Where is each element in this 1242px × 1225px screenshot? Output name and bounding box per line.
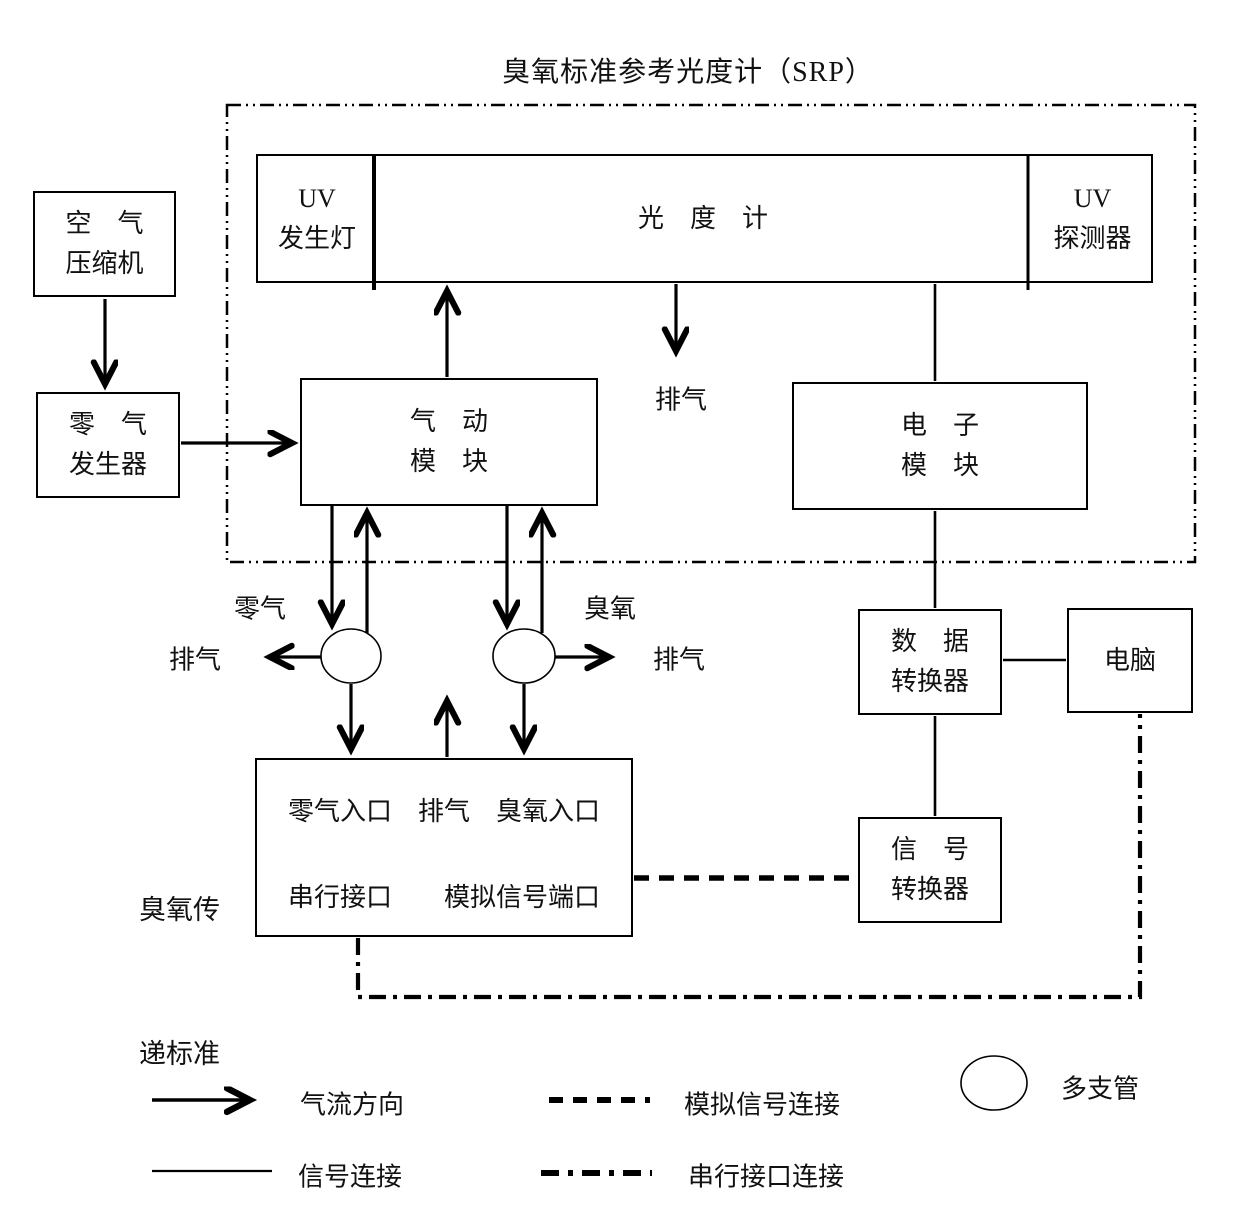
photometer-cell: 光 度 计 (376, 156, 1030, 281)
computer-box: 电脑 (1067, 608, 1193, 713)
data-converter-label-2: 转换器 (890, 667, 969, 696)
legend-flow-label: 气流方向 (299, 1090, 405, 1120)
photometer-bar: UV 发生灯 光 度 计 UV 探测器 (256, 154, 1153, 283)
computer-label: 电脑 (1103, 645, 1156, 675)
uv-lamp-label-2: 发生灯 (277, 223, 356, 253)
legend-analog-label: 模拟信号连接 (683, 1090, 841, 1120)
air-compressor-box: 空 气 压缩机 (33, 191, 176, 297)
signal-converter-label-1: 信 号 (890, 835, 969, 864)
photometer-label: 光 度 计 (637, 203, 768, 233)
uv-lamp-cell: UV 发生灯 (258, 156, 376, 281)
uv-detector-cell: UV 探测器 (1030, 156, 1155, 281)
transfer-standard-side-label-2: 递标准 (139, 1039, 220, 1069)
air-compressor-label-2: 压缩机 (65, 249, 144, 278)
pneumatic-module-label-2: 模 块 (409, 447, 488, 476)
exhaust-left-label: 排气 (168, 645, 222, 675)
signal-converter-label-2: 转换器 (890, 875, 969, 904)
legend-signal-label: 信号连接 (297, 1162, 403, 1192)
transfer-ports-line-2: 串行接口 模拟信号端口 (287, 883, 600, 912)
data-converter-box: 数 据 转换器 (858, 609, 1002, 715)
transfer-standard-box: 零气入口 排气 臭氧入口 串行接口 模拟信号端口 (255, 758, 633, 937)
transfer-ports-line-1: 零气入口 排气 臭氧入口 (287, 797, 600, 826)
pneumatic-module-box: 气 动 模 块 (300, 378, 598, 506)
air-compressor-label-1: 空 气 (65, 209, 144, 238)
zero-gas-generator-box: 零 气 发生器 (36, 392, 180, 498)
electronic-module-label-1: 电 子 (900, 411, 979, 440)
pneumatic-module-label-1: 气 动 (409, 407, 488, 436)
data-converter-label-1: 数 据 (890, 627, 969, 656)
zero-gas-label: 零气 (233, 594, 287, 624)
diagram-title: 臭氧标准参考光度计（SRP） (502, 57, 874, 88)
uv-lamp-label-1: UV (298, 183, 336, 213)
exhaust-right-label: 排气 (652, 645, 706, 675)
ozone-label: 臭氧 (583, 594, 637, 624)
electronic-module-box: 电 子 模 块 (792, 382, 1088, 510)
zero-gas-generator-label-2: 发生器 (68, 450, 147, 479)
legend-manifold-label: 多支管 (1060, 1074, 1140, 1104)
zero-gas-generator-label-1: 零 气 (68, 410, 147, 439)
legend-serial-label: 串行接口连接 (687, 1162, 845, 1192)
right-manifold-circle (492, 628, 556, 684)
legend-manifold-circle (960, 1055, 1028, 1111)
signal-converter-box: 信 号 转换器 (858, 817, 1002, 923)
electronic-module-label-2: 模 块 (900, 451, 979, 480)
transfer-standard-side-label-1: 臭氧传 (139, 895, 220, 925)
exhaust-top-label: 排气 (654, 385, 708, 415)
transfer-standard-side-label: 臭氧传 递标准 (139, 790, 220, 1174)
left-manifold-circle (320, 628, 382, 684)
uv-detector-label-2: 探测器 (1053, 223, 1132, 253)
uv-detector-label-1: UV (1073, 183, 1112, 213)
